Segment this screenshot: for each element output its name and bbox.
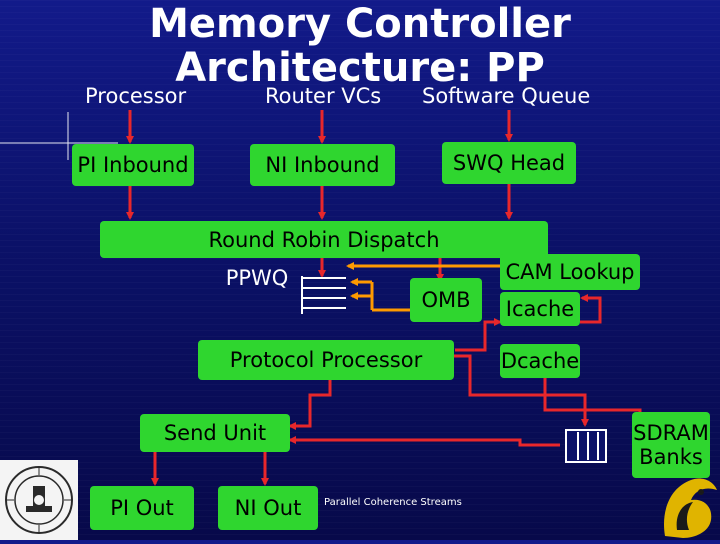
arrow-pp-to-send-unit <box>288 378 332 430</box>
source-router-vcs: Router VCs <box>265 84 382 108</box>
mascot-logo <box>655 472 720 540</box>
sdram-bank-icon <box>565 429 607 463</box>
slide-title: Memory Controller Architecture: PP <box>149 1 571 91</box>
pi-out-block: PI Out <box>90 486 194 530</box>
arrow-pp-to-icache <box>455 318 502 352</box>
swq-head-block: SWQ Head <box>442 142 576 184</box>
source-software-queue: Software Queue <box>422 84 591 108</box>
round-robin-dispatch-block: Round Robin Dispatch <box>100 221 548 258</box>
icache-block: Icache <box>500 292 580 326</box>
source-processor: Processor <box>85 84 187 108</box>
banks-label: Banks <box>639 445 703 469</box>
send-unit-block: Send Unit <box>140 414 290 452</box>
protocol-processor-block: Protocol Processor <box>198 340 454 380</box>
sdram-label: SDRAM <box>633 421 709 445</box>
horse-mascot-icon <box>664 478 717 538</box>
arrow-sdram-to-send-unit <box>288 436 560 447</box>
institute-seal-icon <box>5 466 73 534</box>
arrow-icache-back <box>580 294 602 324</box>
ni-out-block: NI Out <box>218 486 318 530</box>
ppwq-label: PPWQ <box>225 266 289 290</box>
sdram-banks-block: SDRAM Banks <box>632 412 710 478</box>
arrow-dcache-to-sdram <box>543 376 644 422</box>
cam-lookup-block: CAM Lookup <box>500 254 640 290</box>
ppwq-queue-icon <box>301 276 346 314</box>
dcache-block: Dcache <box>500 344 580 378</box>
parallel-streams-annotation: Parallel Coherence Streams <box>324 497 462 508</box>
arrow-pp-to-sdram <box>438 354 589 427</box>
ni-inbound-block: NI Inbound <box>250 144 395 186</box>
omb-block: OMB <box>410 278 482 322</box>
institute-logo <box>0 460 78 540</box>
sparkle-decoration <box>0 112 118 160</box>
pi-inbound-block: PI Inbound <box>72 144 194 186</box>
